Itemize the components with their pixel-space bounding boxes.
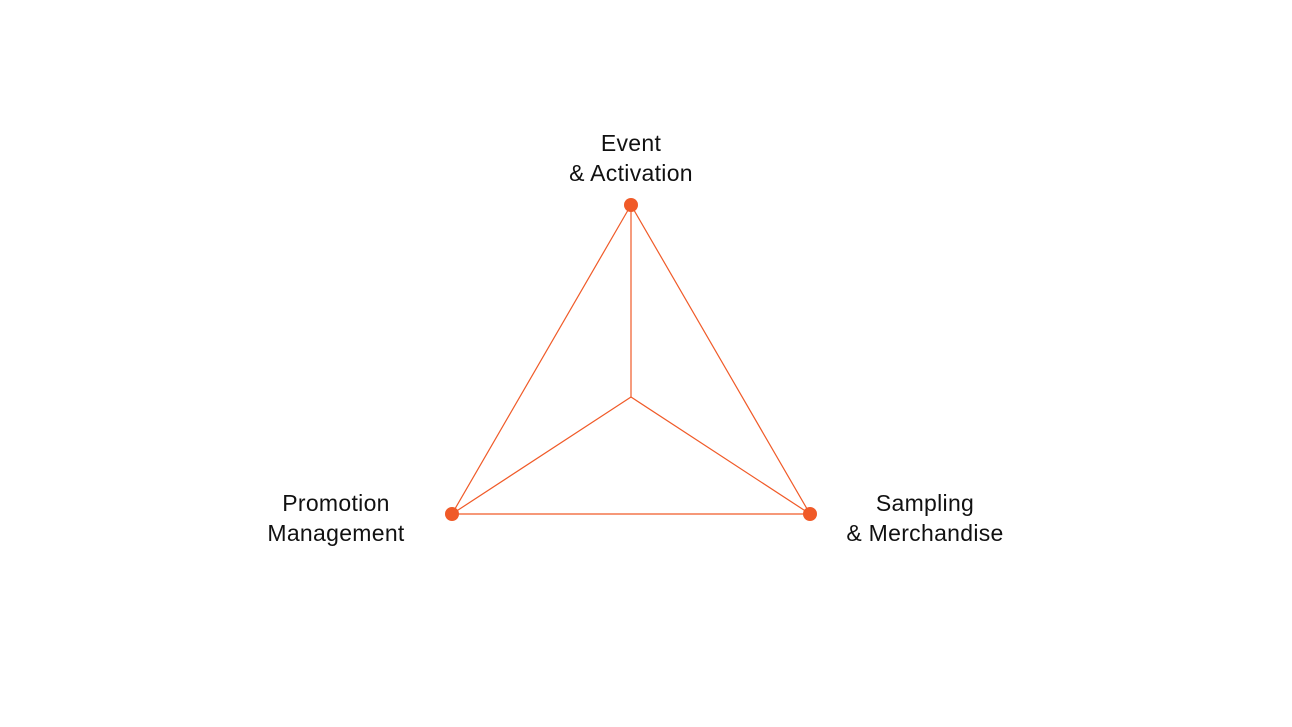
- node-dot-top: [624, 198, 638, 212]
- edge-top-right: [630, 204, 811, 515]
- node-label-line: & Activation: [569, 160, 693, 186]
- edge-top-left: [451, 204, 632, 515]
- node-label-event-activation: Event & Activation: [531, 128, 731, 188]
- node-label-promotion-management: Promotion Management: [216, 488, 456, 548]
- node-dot-right: [803, 507, 817, 521]
- node-label-line: Management: [267, 520, 405, 546]
- node-label-line: & Merchandise: [846, 520, 1004, 546]
- node-label-line: Promotion: [282, 490, 390, 516]
- node-dot-left: [445, 507, 459, 521]
- node-label-line: Event: [600, 130, 662, 156]
- node-label-line: Sampling: [875, 490, 975, 516]
- node-label-sampling-merchandise: Sampling & Merchandise: [800, 488, 1050, 548]
- spoke-right: [630, 396, 811, 515]
- spoke-left: [451, 396, 632, 515]
